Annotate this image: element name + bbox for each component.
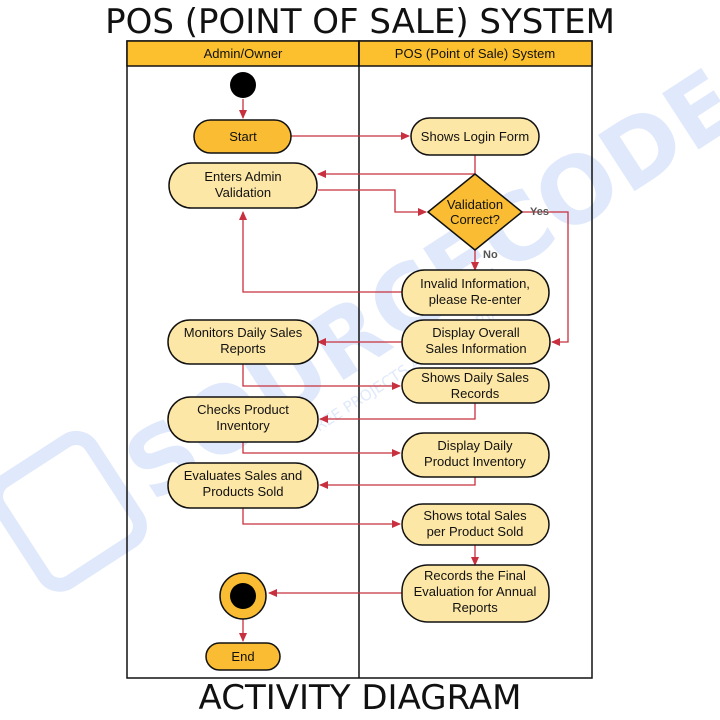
watermark: SOURCECODE FREE PROJECTS AND TUTORIALS: [0, 49, 720, 592]
monitor-line2: Reports: [220, 341, 266, 356]
flow-invalid-to-enter: [239, 211, 402, 293]
flow-yes-to-display-overall: [522, 211, 569, 346]
final-line2: Evaluation for Annual: [414, 584, 537, 599]
evaluate-line1: Evaluates Sales and: [184, 468, 303, 483]
decision-validation-correct: Validation Correct?: [426, 173, 524, 251]
action-enters-admin-validation: Enters Admin Validation: [168, 162, 318, 209]
flow-arrows: [239, 99, 569, 642]
lane-header-system: [358, 40, 593, 67]
action-invalid-information: Invalid Information, please Re-enter: [401, 269, 550, 316]
end-label: End: [231, 649, 254, 664]
flow-monitor-to-records: [242, 364, 401, 390]
validation-line1: Validation: [447, 197, 503, 212]
start-node: Start: [193, 119, 292, 154]
action-monitors-daily-sales: Monitors Daily Sales Reports: [167, 319, 319, 365]
action-display-overall-sales: Display Overall Sales Information: [401, 319, 551, 365]
flow-inventory-to-evaluate: [319, 477, 476, 489]
records-line1: Shows Daily Sales: [421, 370, 529, 385]
final-line1: Records the Final: [424, 568, 526, 583]
start-label: Start: [229, 129, 257, 144]
flow-records-to-check: [319, 403, 476, 423]
lane-header-admin: [126, 40, 360, 67]
final-state-node: [219, 572, 267, 620]
monitor-line1: Monitors Daily Sales: [184, 325, 303, 340]
invalid-line1: Invalid Information,: [420, 276, 530, 291]
guard-yes: Yes: [530, 206, 549, 218]
records-line2: Records: [451, 386, 500, 401]
evaluate-line2: Products Sold: [203, 484, 284, 499]
action-shows-daily-sales-records: Shows Daily Sales Records: [401, 367, 550, 404]
overall-line2: Sales Information: [425, 341, 526, 356]
lane-title-admin: Admin/Owner: [204, 46, 283, 61]
action-records-final-evaluation: Records the Final Evaluation for Annual …: [401, 564, 550, 623]
validation-line2: Correct?: [450, 212, 500, 227]
display-inventory-line2: Product Inventory: [424, 454, 526, 469]
final-line3: Reports: [452, 600, 498, 615]
enter-admin-line2: Validation: [215, 185, 271, 200]
display-inventory-line1: Display Daily: [437, 438, 513, 453]
flow-enter-to-validation: [318, 189, 427, 216]
flow-check-to-display-inventory: [242, 442, 401, 457]
lane-title-system: POS (Point of Sale) System: [395, 46, 555, 61]
check-line2: Inventory: [216, 418, 270, 433]
action-shows-login-form: Shows Login Form: [410, 117, 540, 156]
action-shows-total-sales: Shows total Sales per Product Sold: [401, 503, 550, 546]
total-line2: per Product Sold: [427, 524, 524, 539]
diagram-subtitle: ACTIVITY DIAGRAM: [198, 678, 522, 718]
enter-admin-line1: Enters Admin: [204, 169, 281, 184]
flow-evaluate-to-total: [242, 508, 401, 528]
flow-login-to-enter: [317, 155, 476, 178]
login-form-label: Shows Login Form: [421, 129, 529, 144]
guard-no: No: [483, 249, 498, 261]
action-checks-product-inventory: Checks Product Inventory: [167, 396, 319, 443]
total-line1: Shows total Sales: [423, 508, 527, 523]
end-node: End: [205, 642, 281, 671]
action-evaluates-sales: Evaluates Sales and Products Sold: [167, 462, 319, 509]
swimlanes: Admin/Owner POS (Point of Sale) System: [126, 40, 593, 679]
invalid-line2: please Re-enter: [429, 292, 522, 307]
initial-node: [230, 72, 256, 98]
check-line1: Checks Product: [197, 402, 289, 417]
action-display-daily-inventory: Display Daily Product Inventory: [401, 432, 550, 478]
diagram-title: POS (POINT OF SALE) SYSTEM: [105, 2, 615, 42]
overall-line1: Display Overall: [432, 325, 520, 340]
